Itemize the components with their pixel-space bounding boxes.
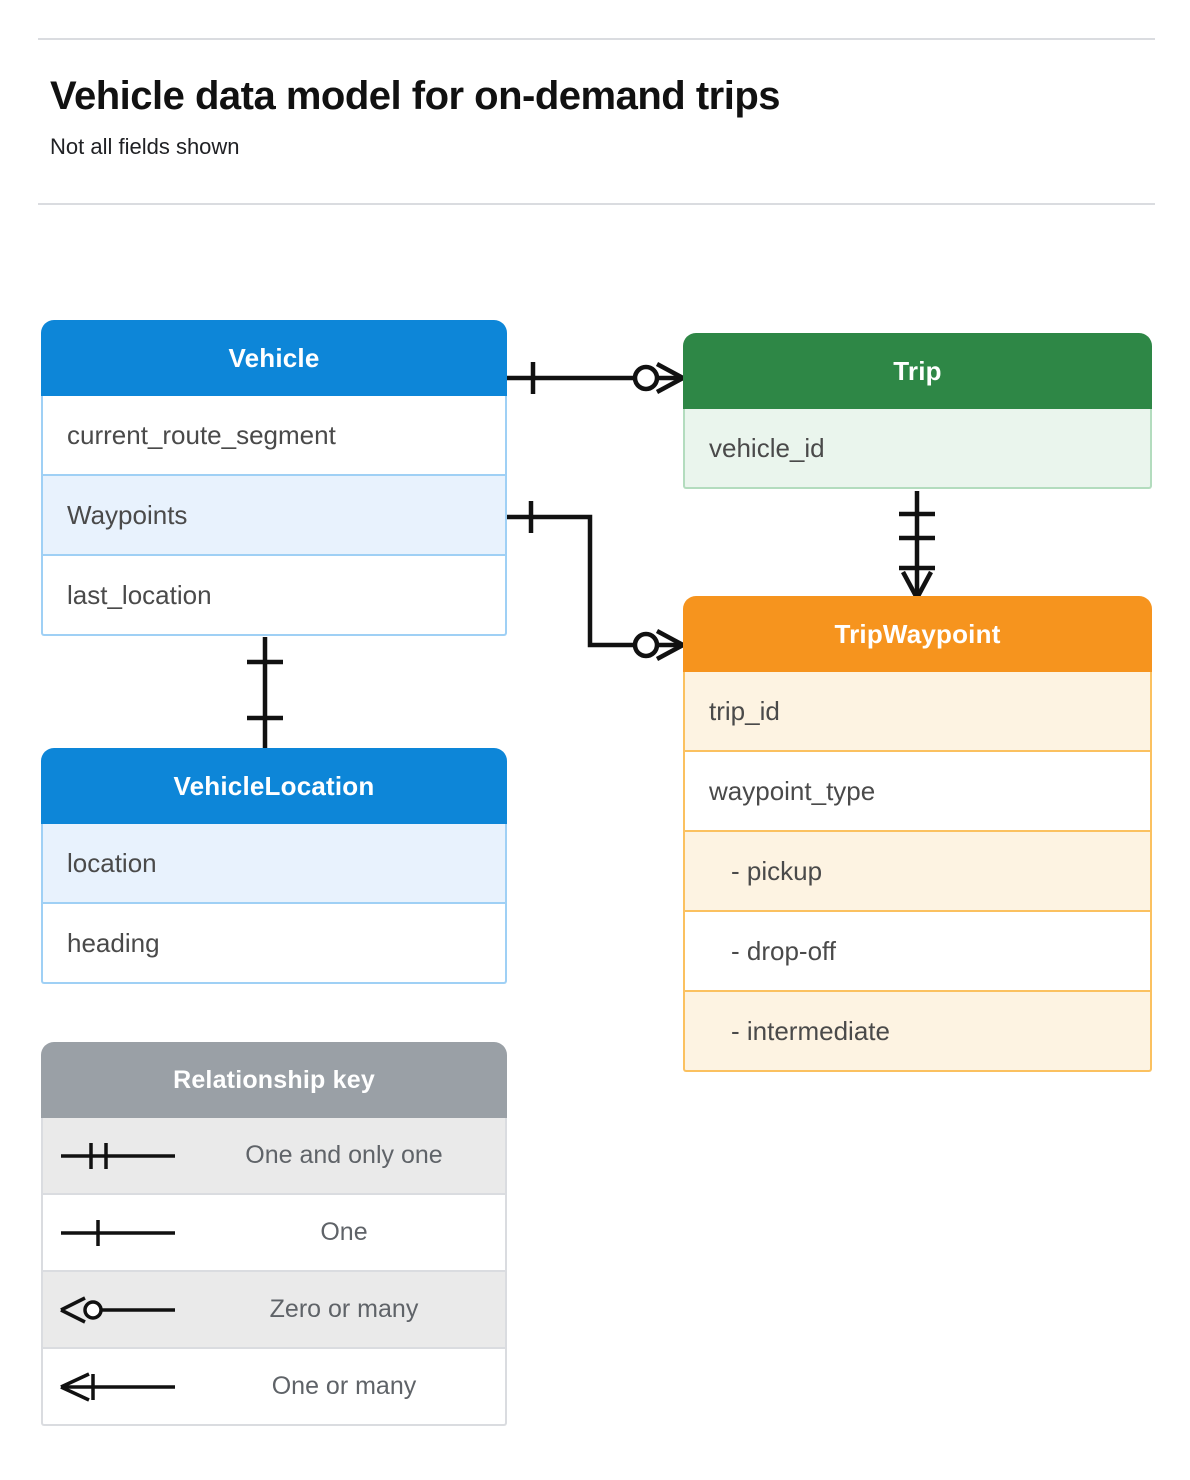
legend-label-zero-or-many: Zero or many [269, 1295, 419, 1323]
entity-trip[interactable]: Trip vehicle_id [683, 333, 1152, 489]
field-last-location[interactable]: last_location [41, 556, 507, 636]
one-and-only-one-icon [43, 1136, 193, 1176]
field-heading[interactable]: heading [41, 904, 507, 984]
one-icon [43, 1213, 193, 1253]
header-divider-top [38, 38, 1155, 40]
field-waypoint-type-intermediate[interactable]: - intermediate [683, 992, 1152, 1072]
legend-relationship-key[interactable]: Relationship key One and only one One [41, 1042, 507, 1426]
legend-label-one: One [320, 1218, 368, 1246]
entity-vehiclelocation-header: VehicleLocation [41, 748, 507, 824]
field-waypoint-type[interactable]: waypoint_type [683, 752, 1152, 832]
legend-row-zero-or-many[interactable]: Zero or many [41, 1272, 507, 1349]
entity-tripwaypoint[interactable]: TripWaypoint trip_id waypoint_type - pic… [683, 596, 1152, 1072]
legend-row-one-and-only-one[interactable]: One and only one [41, 1118, 507, 1195]
page-subtitle: Not all fields shown [50, 134, 240, 159]
field-current-route-segment[interactable]: current_route_segment [41, 396, 507, 476]
legend-row-one-or-many[interactable]: One or many [41, 1349, 507, 1426]
legend-row-one[interactable]: One [41, 1195, 507, 1272]
one-or-many-icon [43, 1367, 193, 1407]
zero-or-many-icon [43, 1290, 193, 1330]
entity-vehicle-header: Vehicle [41, 320, 507, 396]
entity-vehiclelocation[interactable]: VehicleLocation location heading [41, 748, 507, 984]
entity-tripwaypoint-header: TripWaypoint [683, 596, 1152, 672]
page-title: Vehicle data model for on-demand trips [50, 74, 781, 118]
entity-vehicle[interactable]: Vehicle current_route_segment Waypoints … [41, 320, 507, 636]
field-waypoint-type-dropoff[interactable]: - drop-off [683, 912, 1152, 992]
field-waypoint-type-pickup[interactable]: - pickup [683, 832, 1152, 912]
field-location[interactable]: location [41, 824, 507, 904]
field-waypoints[interactable]: Waypoints [41, 476, 507, 556]
legend-header: Relationship key [41, 1042, 507, 1118]
legend-label-one-and-only-one: One and only one [245, 1141, 443, 1169]
header-divider-bottom [38, 203, 1155, 205]
field-trip-id[interactable]: trip_id [683, 672, 1152, 752]
entity-trip-header: Trip [683, 333, 1152, 409]
field-vehicle-id[interactable]: vehicle_id [683, 409, 1152, 489]
legend-label-one-or-many: One or many [271, 1372, 417, 1400]
